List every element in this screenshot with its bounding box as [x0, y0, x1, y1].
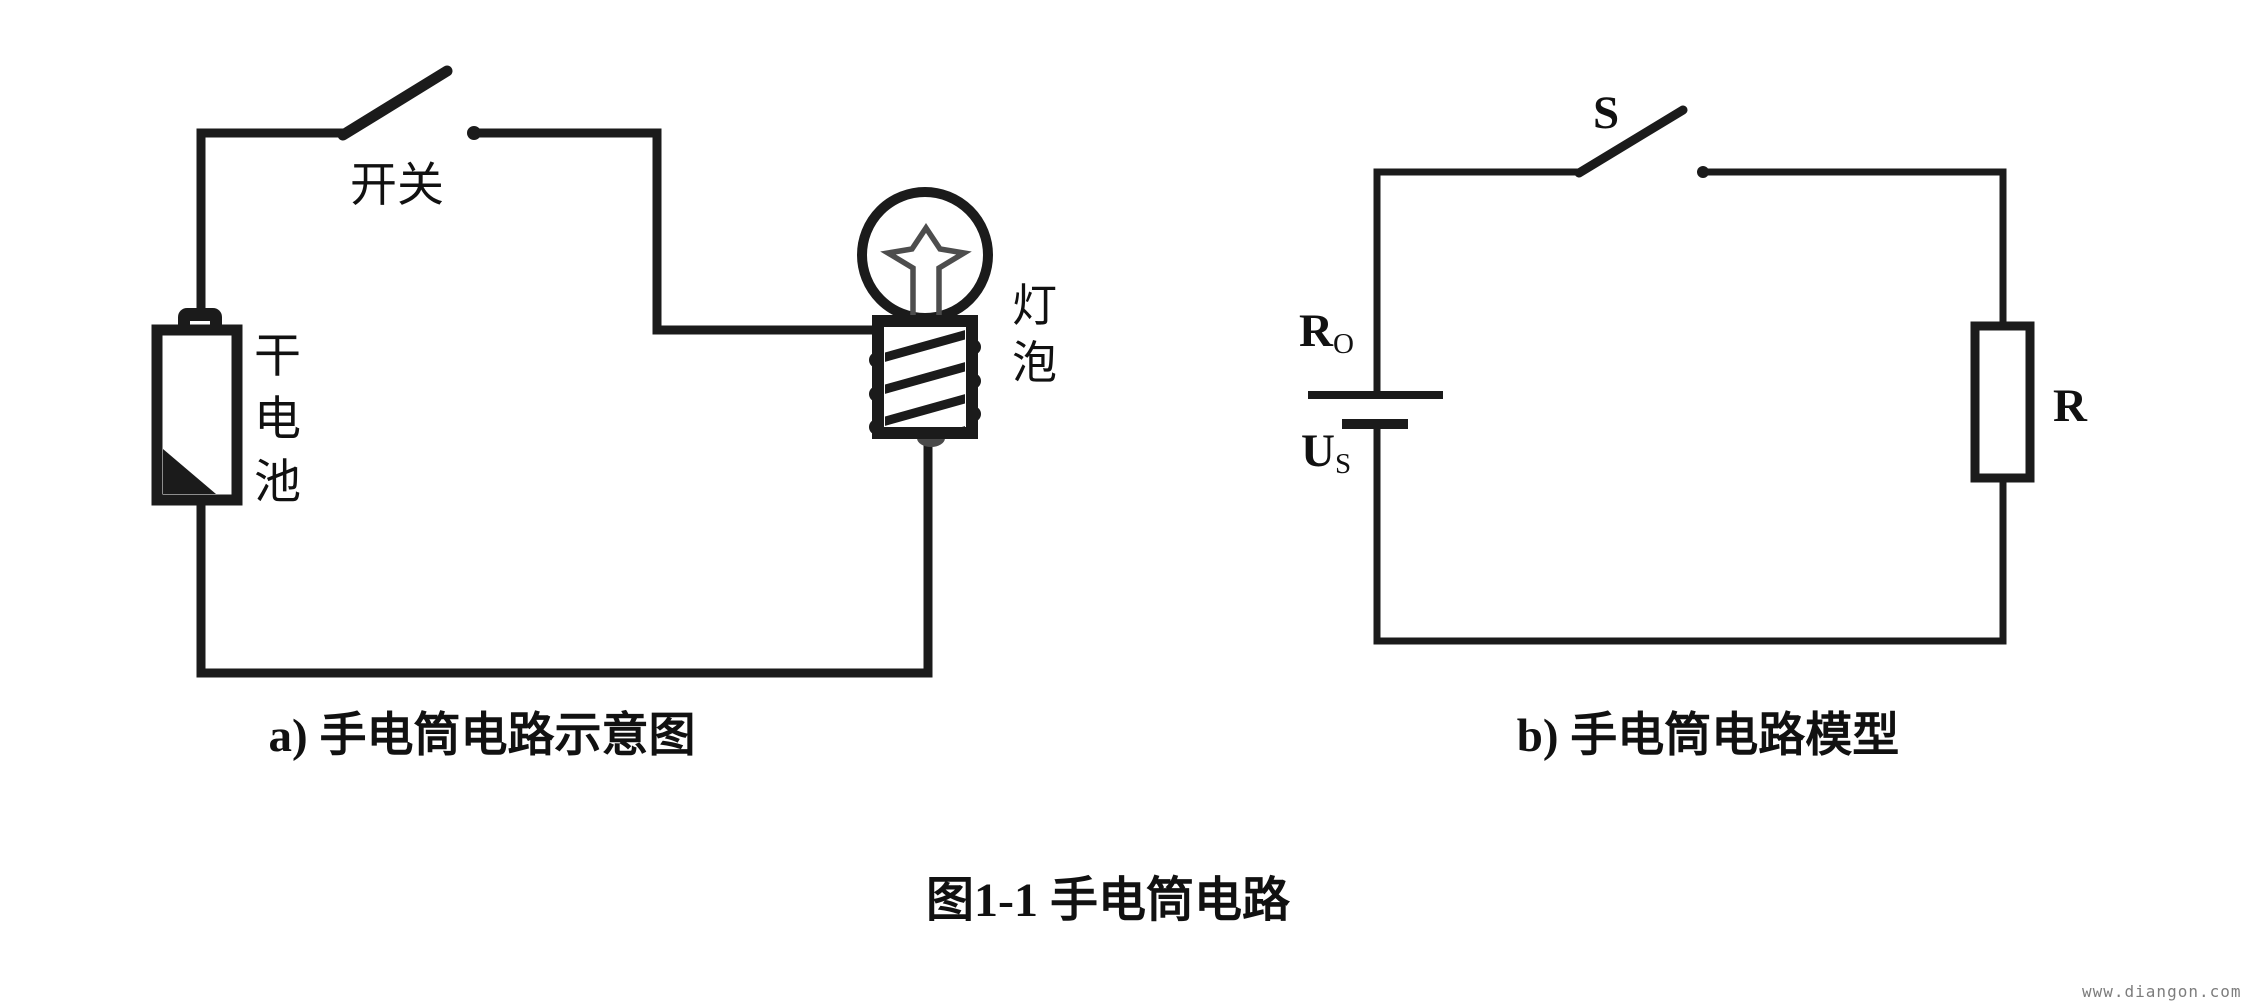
- source-voltage-subscript: S: [1334, 448, 1352, 480]
- bulb-filament-star: [880, 223, 972, 321]
- battery-symbol: [151, 308, 243, 506]
- source-voltage-label: US: [1301, 425, 1351, 479]
- wire: [474, 128, 880, 335]
- bulb-symbol: [857, 187, 993, 447]
- internal-resistance-subscript: O: [1332, 328, 1354, 360]
- figure-caption: 图1-1 手电筒电路: [926, 874, 1290, 927]
- load-resistor-label: R: [2053, 380, 2087, 432]
- watermark: www.diangon.com: [2082, 982, 2242, 1001]
- internal-resistance-letter: R: [1299, 305, 1333, 357]
- wire: [196, 436, 933, 678]
- circuit-a: [151, 65, 993, 678]
- circuit-b: [1308, 105, 2035, 645]
- bulb-label: 灯泡: [1012, 281, 1058, 388]
- wire: [1373, 424, 2007, 645]
- switch-lever: [337, 65, 453, 141]
- bulb-globe: [857, 187, 993, 323]
- resistor-symbol: [1970, 321, 2035, 483]
- battery-label: 干电池: [254, 331, 301, 509]
- wire: [1373, 168, 1580, 394]
- battery-corner-fill: [163, 449, 216, 494]
- battery-plates: [1308, 391, 1443, 429]
- caption-diagram-a: a) 手电筒电路示意图: [268, 710, 696, 762]
- wire: [1703, 168, 2007, 327]
- caption-diagram-b: b) 手电筒电路模型: [1516, 710, 1900, 762]
- switch-s-label: S: [1593, 87, 1620, 139]
- bulb-base-threads: [885, 330, 965, 427]
- switch-lever: [1574, 105, 1688, 178]
- source-voltage-letter: U: [1301, 425, 1335, 477]
- internal-resistance-label: RO: [1299, 305, 1354, 359]
- wire: [196, 128, 345, 316]
- switch-label: 开关: [350, 160, 444, 212]
